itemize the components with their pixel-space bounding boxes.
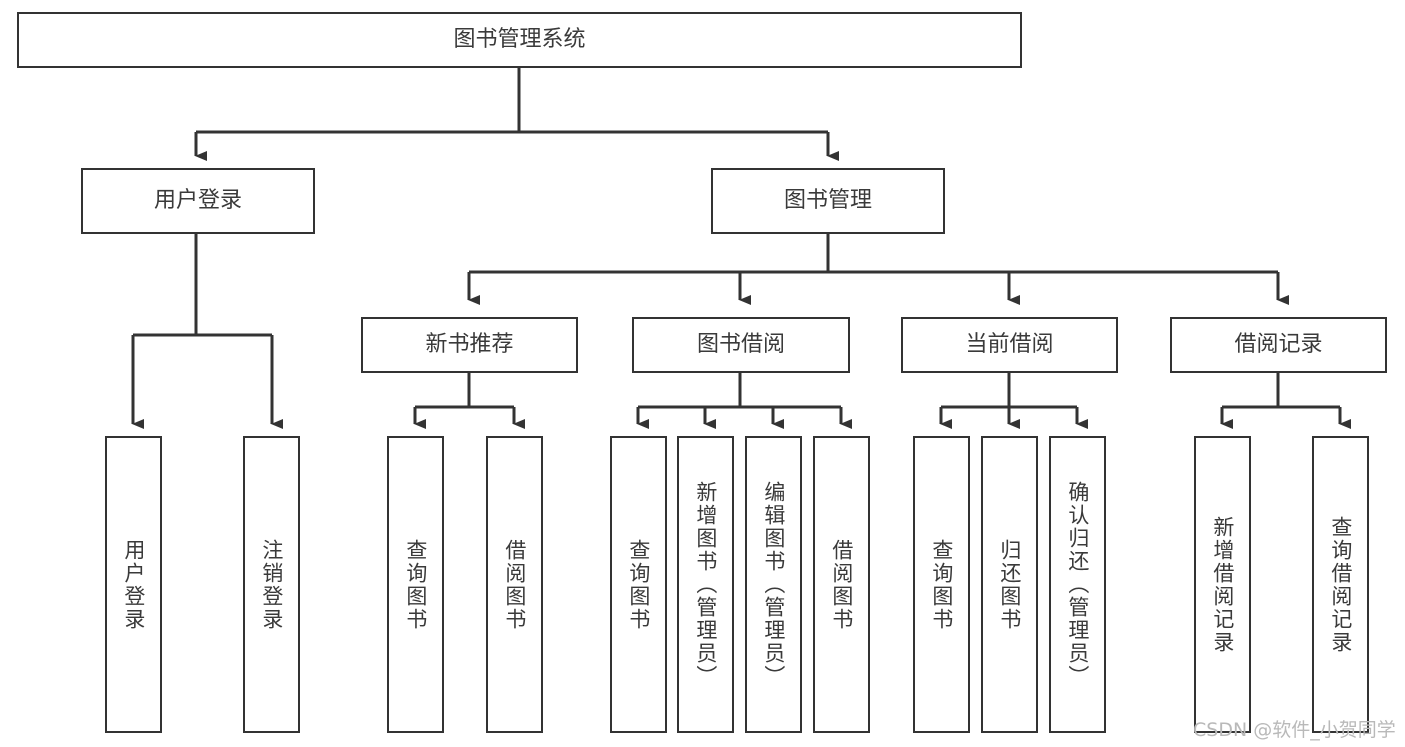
node-label: 查询借阅记录 (1328, 515, 1353, 654)
node-label: 查询图书 (626, 538, 651, 631)
node-label: 注销登录 (259, 538, 284, 631)
node-label: 新增借阅记录 (1210, 515, 1235, 654)
node-label: 借阅记录 (1234, 332, 1323, 358)
node-label: 查询图书 (403, 538, 428, 631)
leaf-record-add-record[interactable]: 新增借阅记录 (1194, 436, 1251, 733)
leaf-borrow-edit-book-admin[interactable]: 编辑图书（管理员） (745, 436, 802, 733)
leaf-record-query-record[interactable]: 查询借阅记录 (1312, 436, 1369, 733)
leaf-current-return-book[interactable]: 归还图书 (981, 436, 1038, 733)
node-borrow-record[interactable]: 借阅记录 (1170, 317, 1387, 373)
leaf-current-query-book[interactable]: 查询图书 (913, 436, 970, 733)
node-book-management[interactable]: 图书管理 (711, 168, 945, 234)
node-label: 归还图书 (997, 538, 1022, 631)
leaf-borrow-add-book-admin[interactable]: 新增图书（管理员） (677, 436, 734, 733)
node-label: 借阅图书 (502, 538, 527, 631)
leaf-current-confirm-return-admin[interactable]: 确认归还（管理员） (1049, 436, 1106, 733)
node-label: 确认归还（管理员） (1065, 481, 1090, 688)
node-book-borrow[interactable]: 图书借阅 (632, 317, 850, 373)
node-label: 图书管理系统 (453, 27, 586, 53)
node-root-system[interactable]: 图书管理系统 (17, 12, 1022, 68)
node-label: 查询图书 (929, 538, 954, 631)
leaf-borrow-query-book[interactable]: 查询图书 (610, 436, 667, 733)
node-label: 新书推荐 (425, 332, 514, 358)
csdn-watermark: CSDN @软件_小贺同学 (1193, 719, 1396, 741)
node-label: 编辑图书（管理员） (761, 481, 786, 688)
node-label: 图书管理 (783, 188, 872, 214)
leaf-user-login-login[interactable]: 用户登录 (105, 436, 162, 733)
node-label: 图书借阅 (696, 332, 785, 358)
leaf-user-login-logout[interactable]: 注销登录 (243, 436, 300, 733)
node-label: 当前借阅 (965, 332, 1054, 358)
node-label: 新增图书（管理员） (693, 481, 718, 688)
node-new-book-recommend[interactable]: 新书推荐 (361, 317, 578, 373)
leaf-recommend-borrow-book[interactable]: 借阅图书 (486, 436, 543, 733)
leaf-borrow-borrow-book[interactable]: 借阅图书 (813, 436, 870, 733)
node-user-login[interactable]: 用户登录 (81, 168, 315, 234)
node-current-borrow[interactable]: 当前借阅 (901, 317, 1118, 373)
node-label: 用户登录 (121, 538, 146, 631)
leaf-recommend-query-book[interactable]: 查询图书 (387, 436, 444, 733)
node-label: 借阅图书 (829, 538, 854, 631)
node-label: 用户登录 (153, 188, 242, 214)
